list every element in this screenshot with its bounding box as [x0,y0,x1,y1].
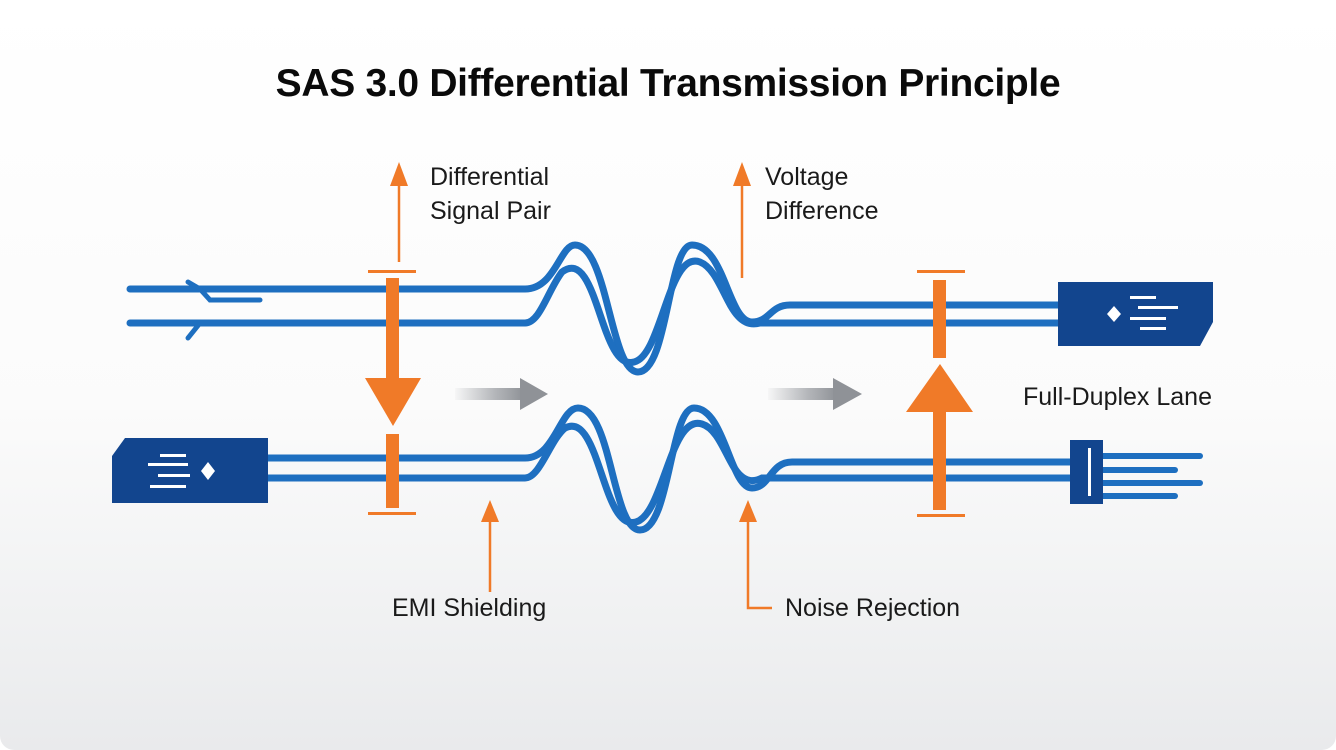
full-duplex-marker [906,270,973,517]
bottom-wire-lower [261,420,1079,526]
arrow-right-icon [768,378,862,410]
callout-arrow-voltage [733,162,751,278]
callout-arrow-emi [481,500,499,592]
label-full-duplex-lane: Full-Duplex Lane [1023,383,1212,411]
label-noise-rejection: Noise Rejection [785,594,961,622]
label-voltage-difference: Voltage Difference [765,163,879,225]
top-left-wire-fan [127,279,263,341]
top-wire-lower [126,257,1064,366]
bottom-wire-upper [261,404,1079,534]
label-differential-signal-pair: Differential Signal Pair [430,163,551,225]
bottom-signal-pair [261,404,1079,534]
bottom-right-wire-fan [1097,453,1203,499]
arrow-right-icon [455,378,548,410]
diamond-icon [1107,306,1121,322]
page-title: SAS 3.0 Differential Transmission Princi… [275,62,1061,105]
diamond-icon [201,462,215,480]
differential-pair-marker [365,270,421,515]
callout-arrow-differential [390,162,408,262]
right-plug-icon [1070,440,1103,504]
right-connector-icon [1058,282,1213,346]
label-emi-shielding: EMI Shielding [392,594,547,622]
callout-arrow-noise [739,500,772,610]
top-signal-pair [126,241,1064,376]
left-connector-icon [112,438,268,503]
